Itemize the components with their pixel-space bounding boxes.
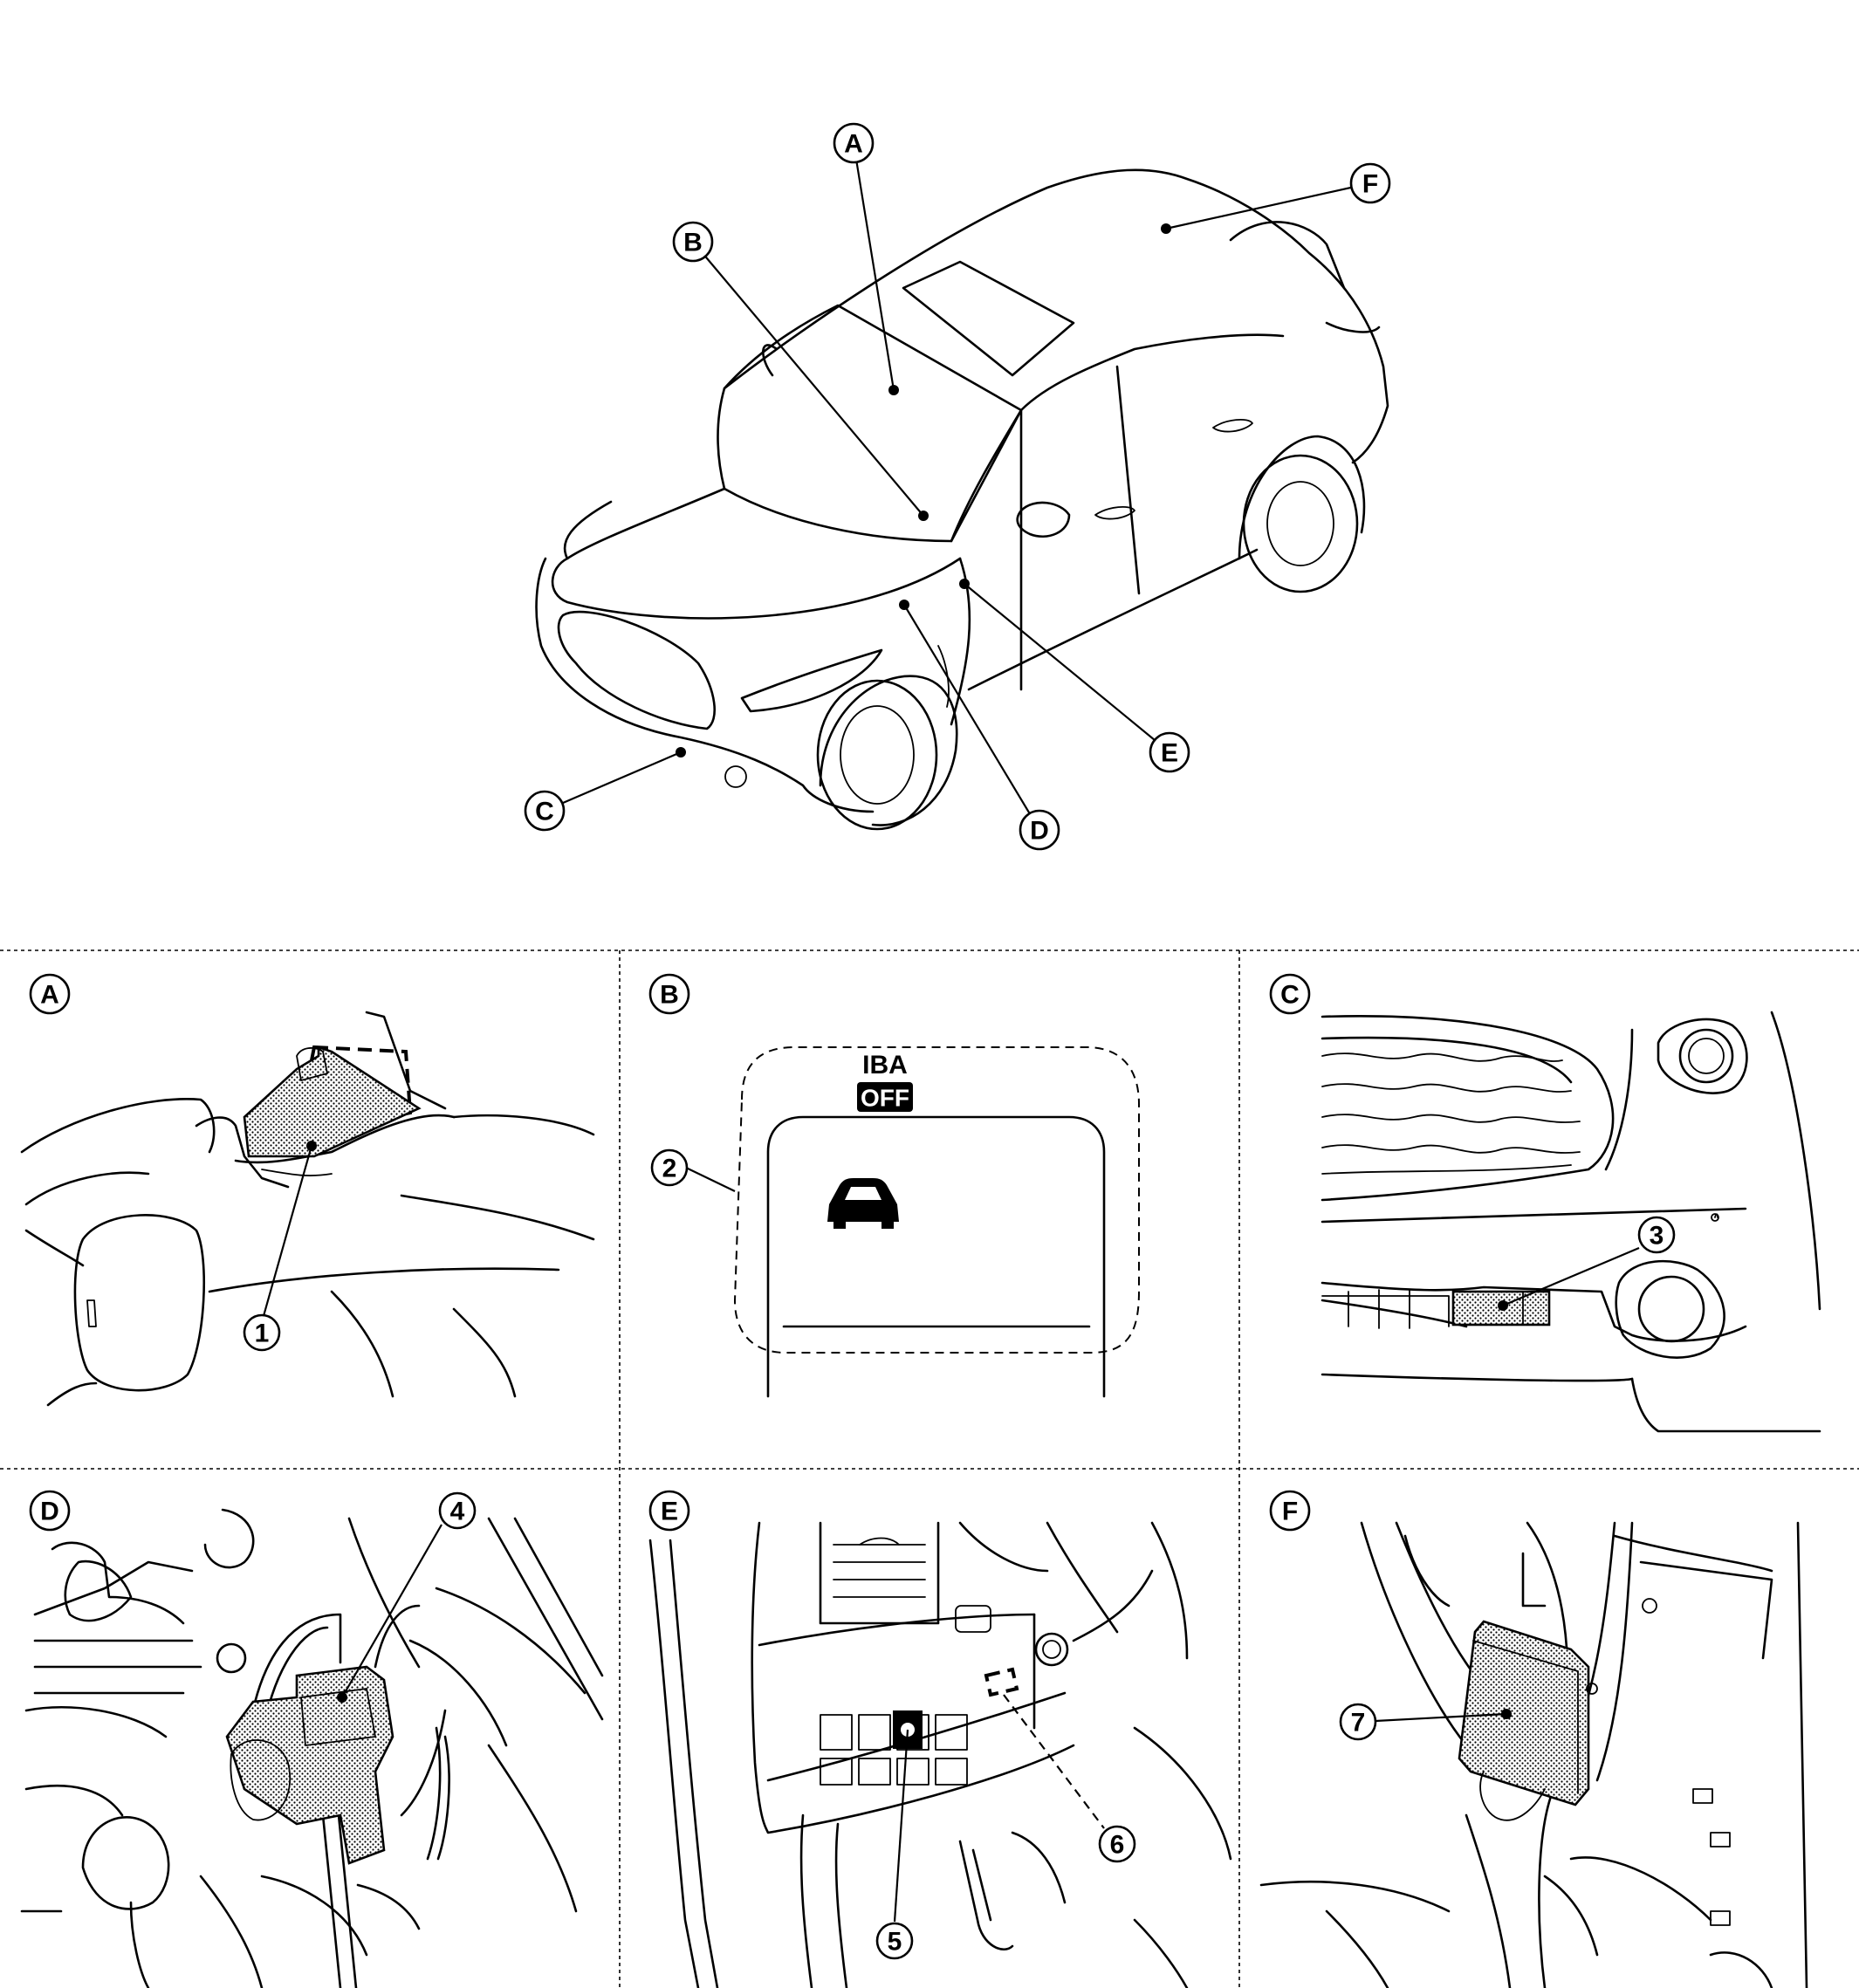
- vehicle-ahead-icon: [827, 1178, 899, 1229]
- callout-A-label: A: [844, 130, 863, 159]
- part-7-label: 7: [1351, 1709, 1366, 1738]
- callout-E-overview: [1149, 731, 1190, 773]
- panel-F-letter: F: [1282, 1498, 1298, 1526]
- panel-A: A 1: [20, 973, 595, 1407]
- panel-C: C 3: [1269, 973, 1821, 1433]
- callout-C-label: C: [535, 798, 554, 826]
- callout-B-label: B: [683, 229, 703, 257]
- part-6-label: 6: [1110, 1831, 1125, 1860]
- panel-A-letter: A: [40, 981, 59, 1010]
- part-4-label: 4: [450, 1498, 465, 1526]
- panel-E: E: [648, 1490, 1232, 1988]
- panel-E-letter: E: [661, 1498, 678, 1526]
- detail-grid-lines: [0, 949, 1859, 1988]
- callout-B-overview: [672, 221, 714, 263]
- part-2-label: 2: [662, 1155, 677, 1183]
- callout-C-overview: [524, 790, 566, 832]
- panel-B: B IBA OFF 2: [648, 973, 1140, 1398]
- off-indicator-badge: [857, 1082, 913, 1112]
- panel-F: F 7: [1259, 1490, 1808, 1988]
- callout-F-label: F: [1362, 170, 1378, 199]
- panel-D: D 4: [20, 1490, 604, 1988]
- callout-F-overview: [1349, 162, 1391, 204]
- callout-D-label: D: [1030, 817, 1049, 846]
- panel-C-letter: C: [1280, 981, 1300, 1010]
- panel-B-letter: B: [660, 981, 679, 1010]
- callout-D-overview: [1019, 809, 1060, 851]
- vehicle-overview: [535, 168, 1389, 831]
- panel-D-letter: D: [40, 1498, 59, 1526]
- callout-E-label: E: [1161, 739, 1178, 768]
- part-1-label: 1: [255, 1320, 270, 1348]
- off-indicator-text: OFF: [861, 1085, 909, 1112]
- iba-indicator-text: IBA: [862, 1051, 908, 1080]
- callout-A-overview: [833, 122, 875, 164]
- part-3-label: 3: [1650, 1222, 1664, 1251]
- overview-callouts: A B C D E F: [524, 122, 1391, 851]
- part-5-label: 5: [888, 1928, 902, 1957]
